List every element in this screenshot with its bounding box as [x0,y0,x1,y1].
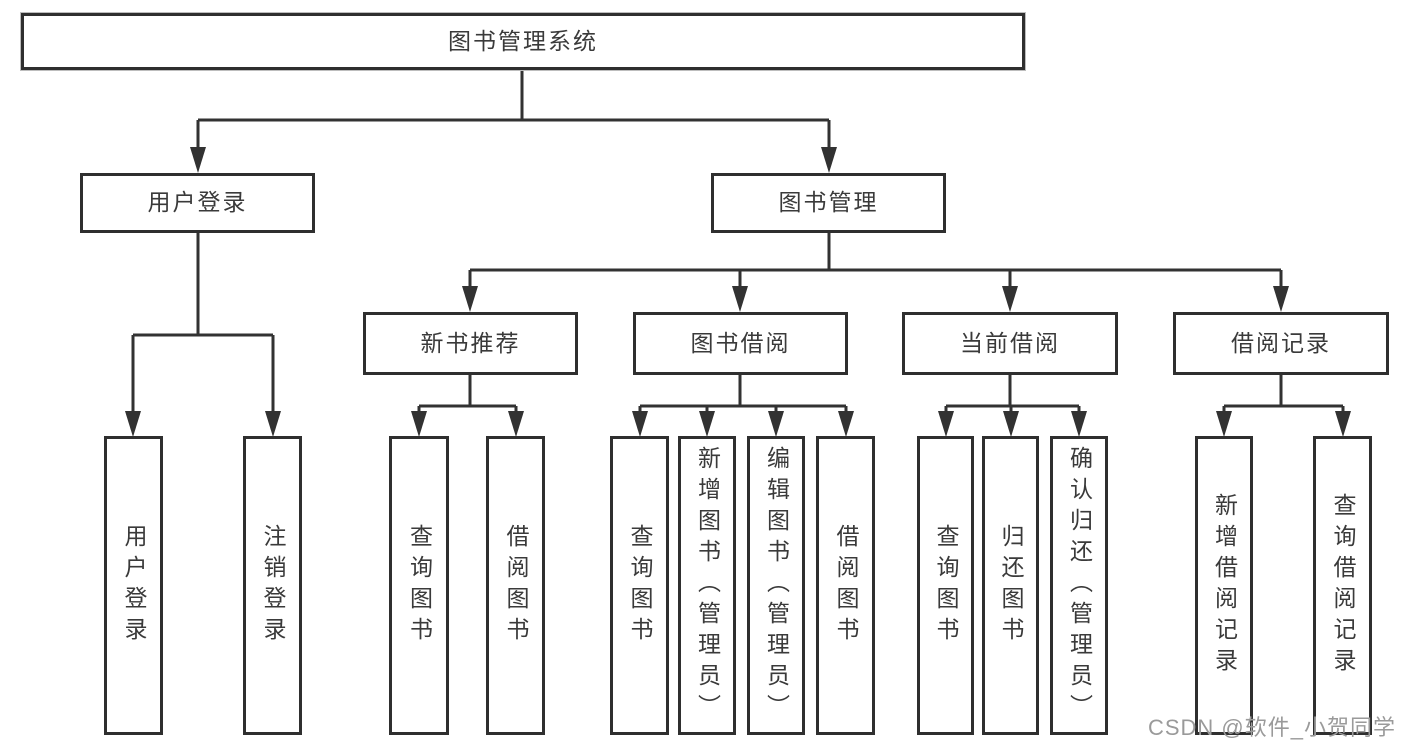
connector-borrow-records-branch [1216,375,1351,437]
leaf-borrow-books: 借阅图书 [816,436,875,735]
leaf-confirm-return-admin: 确认归还（管理员） [1050,436,1108,735]
node-system-root: 图书管理系统 [21,13,1025,70]
leaf-query-books-borrow: 查询图书 [610,436,669,735]
connector-line [417,375,518,413]
arrow-down-icon [1216,411,1232,437]
arrow-down-icon [265,411,281,437]
leaf-logout: 注销登录 [243,436,302,735]
node-book-borrow: 图书借阅 [633,312,848,375]
connector-line [196,70,831,149]
arrow-down-icon [1273,286,1289,312]
leaf-borrow-books-recommend: 借阅图书 [486,436,545,735]
arrow-down-icon [732,286,748,312]
connector-root-to-level2 [190,70,837,173]
node-new-book-recommend: 新书推荐 [363,312,578,375]
node-user-login: 用户登录 [80,173,315,233]
leaf-return-book: 归还图书 [982,436,1039,735]
arrow-down-icon [768,411,784,437]
connector-new-book-branch [411,375,524,437]
arrow-down-icon [1002,286,1018,312]
leaf-edit-book-admin: 编辑图书（管理员） [747,436,805,735]
leaf-query-borrow-record: 查询借阅记录 [1313,436,1372,735]
connector-current-borrow-branch [938,375,1087,437]
arrow-down-icon [508,411,524,437]
node-borrow-records: 借阅记录 [1173,312,1389,375]
arrow-down-icon [1335,411,1351,437]
arrow-down-icon [1071,411,1087,437]
leaf-query-books-current: 查询图书 [917,436,974,735]
arrow-down-icon [821,147,837,173]
connector-line [468,233,1283,288]
connector-book-mgmt-branch [462,233,1289,312]
connector-user-login-branch [125,233,281,437]
arrow-down-icon [938,411,954,437]
arrow-down-icon [632,411,648,437]
node-book-mgmt: 图书管理 [711,173,946,233]
leaf-add-borrow-record: 新增借阅记录 [1195,436,1253,735]
connector-line [944,375,1081,413]
connector-line [1222,375,1345,413]
arrow-down-icon [190,147,206,173]
arrow-down-icon [411,411,427,437]
leaf-query-books-recommend: 查询图书 [389,436,449,735]
arrow-down-icon [1003,411,1019,437]
connector-line [131,233,275,413]
connector-line [638,375,848,413]
arrow-down-icon [125,411,141,437]
arrow-down-icon [838,411,854,437]
leaf-add-book-admin: 新增图书（管理员） [678,436,736,735]
leaf-user-login: 用户登录 [104,436,163,735]
watermark: CSDN @软件_小贺同学 [1147,715,1396,740]
arrow-down-icon [462,286,478,312]
connector-book-borrow-branch [632,375,854,437]
node-current-borrow: 当前借阅 [902,312,1118,375]
arrow-down-icon [699,411,715,437]
